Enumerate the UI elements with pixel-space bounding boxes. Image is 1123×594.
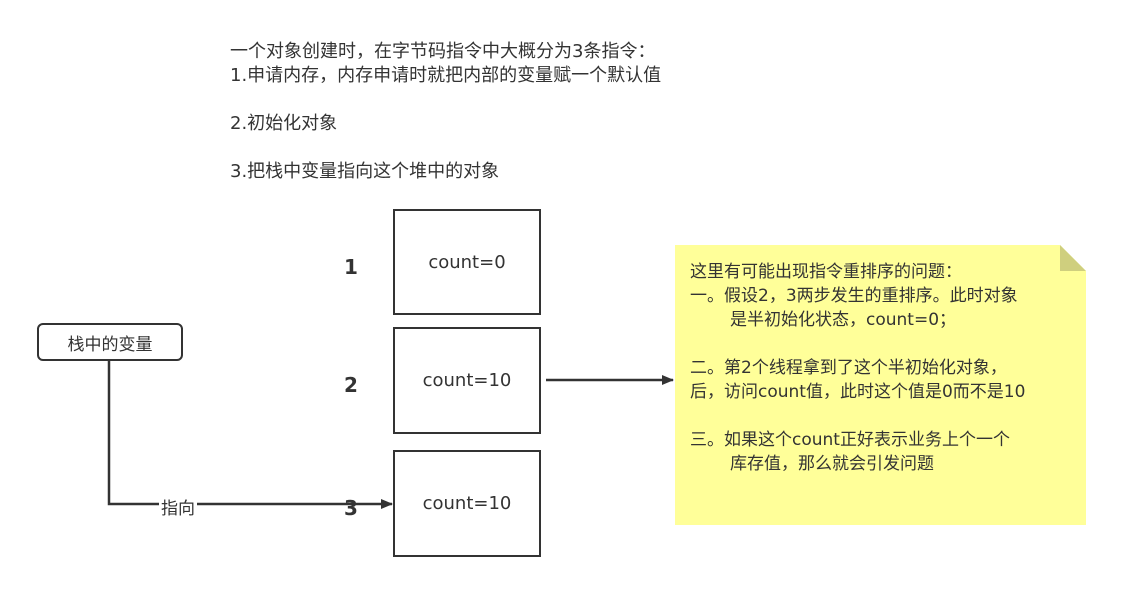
stack-variable-label: 栈中的变量 [67,334,153,355]
pointer-edge [107,361,393,509]
intro-line-2: 1.申请内存，内存申请时就把内部的变量赋一个默认值 [230,65,662,86]
memory-box-2-label: count=10 [422,370,512,391]
note-point-2: 二。第2个线程拿到了这个半初始化对象， [690,358,1007,378]
stack-variable-box: 栈中的变量 [37,323,183,361]
note-point-2-cont: 后，访问count值，此时这个值是0而不是10 [690,382,1026,402]
note-point-1: 一。假设2，3两步发生的重排序。此时对象 [690,286,1018,306]
note-point-1-cont: 是半初始化状态，count=0； [730,310,957,330]
intro-line-4: 3.把栈中变量指向这个堆中的对象 [230,161,500,182]
intro-text: 一个对象创建时，在字节码指令中大概分为3条指令： 1.申请内存，内存申请时就把内… [230,40,661,184]
memory-box-3: count=10 [393,450,541,557]
note-title: 这里有可能出现指令重排序的问题： [690,262,962,282]
step-number-1: 1 [344,255,358,279]
note-point-3-cont: 库存值，那么就会引发问题 [730,454,934,474]
intro-line-3: 2.初始化对象 [230,113,338,134]
pointer-edge-label: 指向 [159,494,197,519]
intro-line-1: 一个对象创建时，在字节码指令中大概分为3条指令： [230,41,656,62]
memory-box-2: count=10 [393,327,541,434]
step-number-2: 2 [344,373,358,397]
memory-box-1-label: count=0 [428,251,506,273]
memory-box-1: count=0 [393,209,541,315]
note-point-3: 三。如果这个count正好表示业务上个一个 [690,430,1010,450]
memory-box-3-label: count=10 [422,493,512,514]
sticky-note: 这里有可能出现指令重排序的问题： 一。假设2，3两步发生的重排序。此时对象 是半… [675,245,1086,525]
step-number-3: 3 [344,496,358,520]
